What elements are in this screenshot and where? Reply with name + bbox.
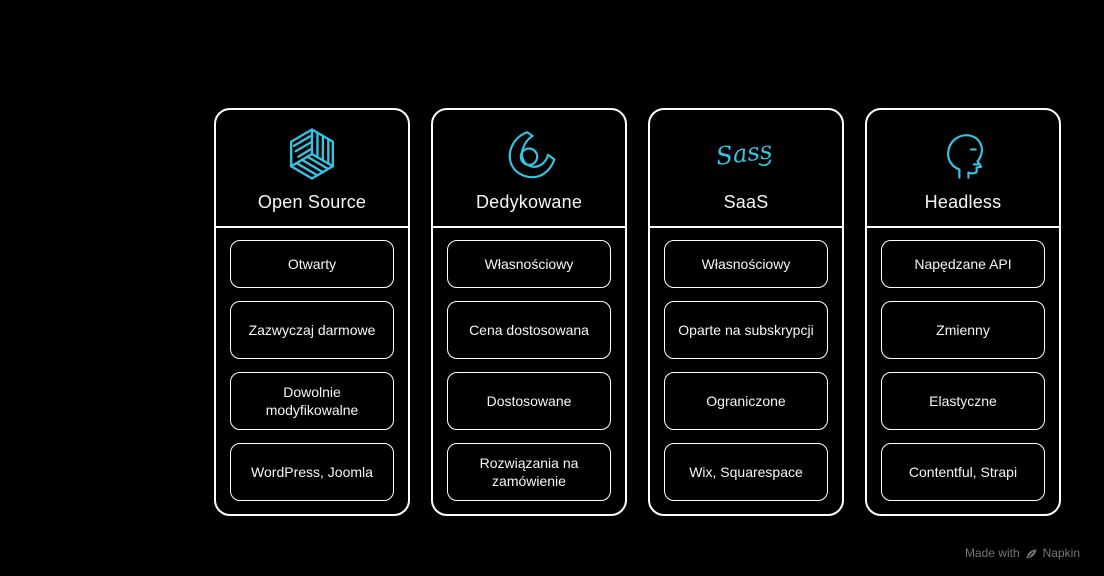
list-item: Zazwyczaj darmowe [230,301,394,359]
list-item: Otwarty [230,240,394,288]
list-item: Cena dostosowana [447,301,611,359]
card-title: SaaS [723,192,769,212]
list-item: Zmienny [881,301,1045,359]
list-item: Elastyczne [881,372,1045,430]
sass-script-icon: Sass [715,123,777,185]
list-item: Własnościowy [447,240,611,288]
card-headless-body: Napędzane API Zmienny Elastyczne Content… [867,228,1059,514]
card-saas-header: Sass SaaS [650,110,842,228]
list-item: Ograniczone [664,372,828,430]
card-open-source-body: Otwarty Zazwyczaj darmowe Dowolnie modyf… [216,228,408,514]
napkin-logo-icon [1025,547,1038,560]
list-item: Dostosowane [447,372,611,430]
list-item: WordPress, Joomla [230,443,394,501]
card-title: Headless [924,192,1002,212]
card-dedykowane-header: Dedykowane [433,110,625,228]
list-item: Oparte na subskrypcji [664,301,828,359]
list-item: Contentful, Strapi [881,443,1045,501]
list-item: Rozwiązania na zamówienie [447,443,611,501]
card-title: Open Source [257,192,367,212]
card-dedykowane: Dedykowane Własnościowy Cena dostosowana… [431,108,627,516]
card-title: Dedykowane [475,192,583,212]
cards-row: Open Source Otwarty Zazwyczaj darmowe Do… [214,108,1061,516]
head-profile-icon [932,123,994,185]
card-open-source: Open Source Otwarty Zazwyczaj darmowe Do… [214,108,410,516]
list-item: Własnościowy [664,240,828,288]
card-saas: Sass SaaS Własnościowy Oparte na subskry… [648,108,844,516]
open-source-cube-icon [281,123,343,185]
list-item: Dowolnie modyfikowalne [230,372,394,430]
card-dedykowane-body: Własnościowy Cena dostosowana Dostosowan… [433,228,625,514]
custom-swirl-icon [498,123,560,185]
watermark-brand: Napkin [1042,546,1080,560]
list-item: Wix, Squarespace [664,443,828,501]
card-open-source-header: Open Source [216,110,408,228]
card-headless-header: Headless [867,110,1059,228]
list-item: Napędzane API [881,240,1045,288]
card-saas-body: Własnościowy Oparte na subskrypcji Ogran… [650,228,842,514]
card-headless: Headless Napędzane API Zmienny Elastyczn… [865,108,1061,516]
napkin-watermark[interactable]: Made with Napkin [965,546,1080,560]
watermark-prefix: Made with [964,546,1020,560]
